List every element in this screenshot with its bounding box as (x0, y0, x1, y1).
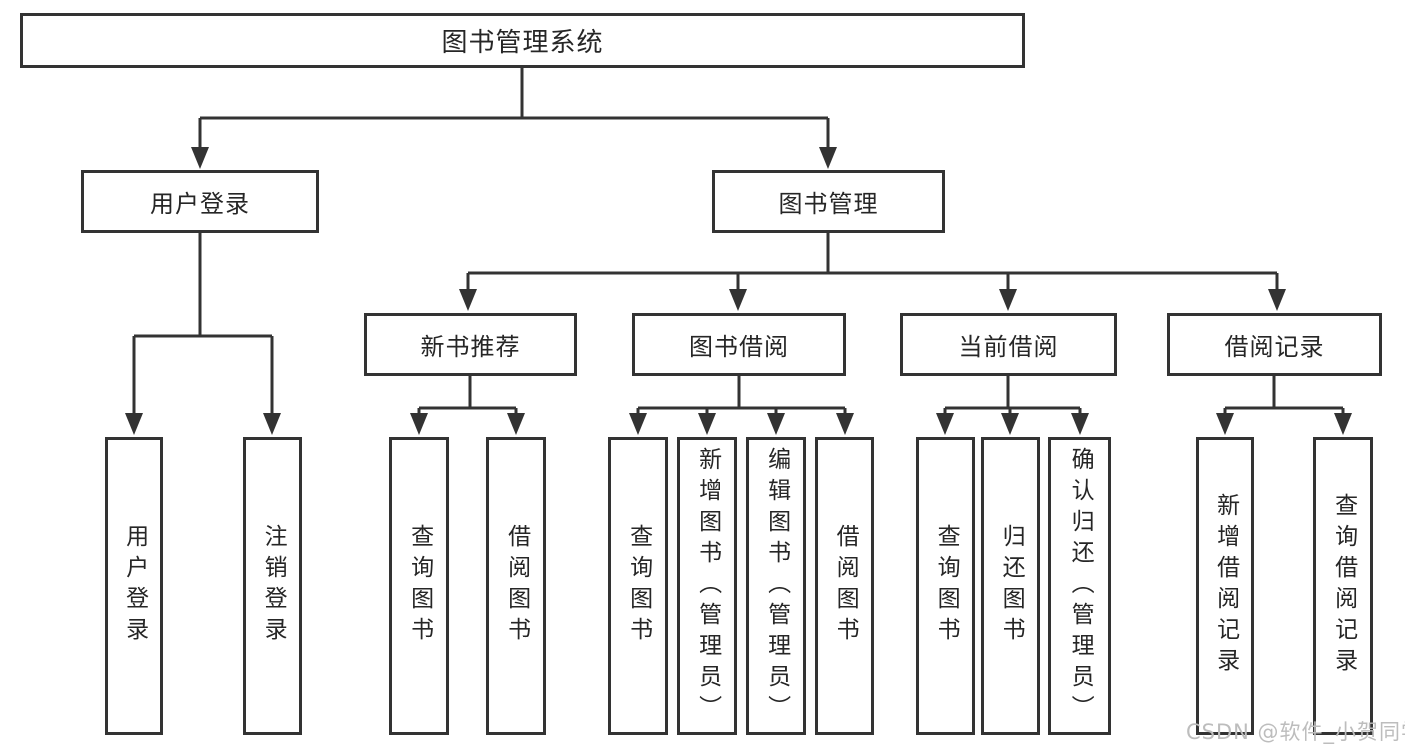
root-node-label: 图书管理系统 (441, 28, 604, 58)
leaf-cb-return-books: 归还图书 (981, 437, 1040, 735)
leaf-cb-confirm-return-admin-label: 确认归还（管理员） (1067, 446, 1094, 726)
branch-user-login: 用户登录 (81, 170, 319, 233)
leaf-logout: 注销登录 (243, 437, 302, 735)
leaf-logout-label: 注销登录 (260, 524, 287, 648)
leaf-br-add-record-label: 新增借阅记录 (1212, 493, 1239, 679)
leaf-br-query-record-label: 查询借阅记录 (1330, 493, 1357, 679)
leaf-cb-query-books: 查询图书 (916, 437, 975, 735)
watermark: CSDN @软件_小贺同学 (1186, 720, 1405, 744)
root-node-library-system: 图书管理系统 (20, 13, 1025, 68)
leaf-nbr-query-books: 查询图书 (389, 437, 449, 735)
branch-book-mgmt: 图书管理 (712, 170, 945, 233)
leaf-bb-edit-book-admin-label: 编辑图书（管理员） (763, 446, 790, 726)
leaf-cb-query-books-label: 查询图书 (933, 524, 960, 648)
leaf-user-login: 用户登录 (105, 437, 163, 735)
branch-user-login-label: 用户登录 (150, 190, 250, 218)
leaf-bb-query-books: 查询图书 (608, 437, 668, 735)
node-new-book-rec-label: 新书推荐 (420, 333, 521, 361)
leaf-bb-query-books-label: 查询图书 (625, 524, 652, 648)
node-borrow-record-label: 借阅记录 (1224, 333, 1325, 361)
leaf-bb-edit-book-admin: 编辑图书（管理员） (746, 437, 806, 735)
leaf-cb-return-books-label: 归还图书 (998, 524, 1025, 648)
leaf-cb-confirm-return-admin: 确认归还（管理员） (1048, 437, 1111, 735)
node-book-borrow-label: 图书借阅 (689, 333, 789, 361)
leaf-bb-add-book-admin: 新增图书（管理员） (677, 437, 737, 735)
leaf-bb-borrow-books-label: 借阅图书 (832, 524, 859, 648)
node-new-book-rec: 新书推荐 (364, 313, 577, 376)
node-borrow-record: 借阅记录 (1167, 313, 1382, 376)
leaf-bb-add-book-admin-label: 新增图书（管理员） (694, 446, 721, 726)
leaf-br-add-record: 新增借阅记录 (1196, 437, 1254, 735)
leaf-user-login-label: 用户登录 (121, 524, 148, 648)
leaf-nbr-borrow-books: 借阅图书 (486, 437, 546, 735)
leaf-nbr-borrow-books-label: 借阅图书 (503, 524, 530, 648)
node-current-borrow: 当前借阅 (900, 313, 1117, 376)
branch-book-mgmt-label: 图书管理 (778, 190, 879, 218)
leaf-nbr-query-books-label: 查询图书 (406, 524, 433, 648)
node-book-borrow: 图书借阅 (632, 313, 846, 376)
leaf-bb-borrow-books: 借阅图书 (815, 437, 874, 735)
leaf-br-query-record: 查询借阅记录 (1313, 437, 1373, 735)
node-current-borrow-label: 当前借阅 (958, 333, 1059, 361)
